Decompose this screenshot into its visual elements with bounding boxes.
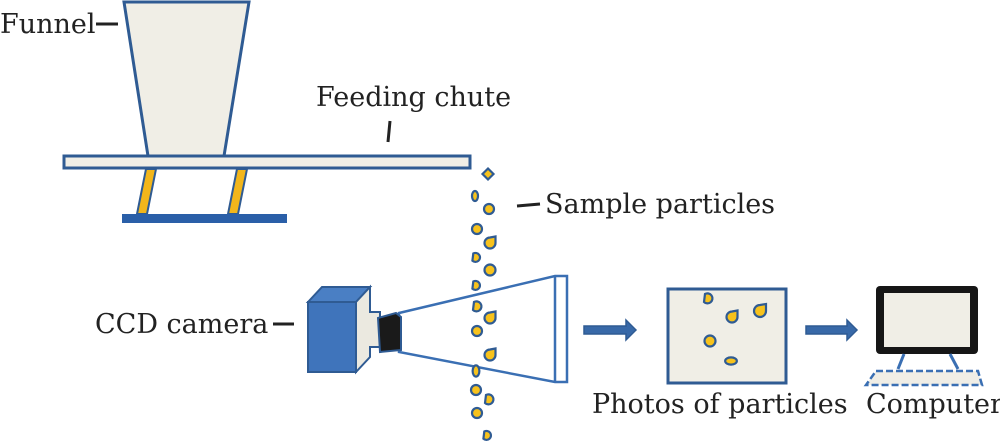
stand-leg-right	[226, 168, 249, 215]
feeding-chute-label: Feeding chute	[316, 82, 511, 113]
funnel-label: Funnel	[0, 9, 96, 40]
camera-side	[355, 284, 381, 375]
sample-particles-leader-line	[516, 202, 541, 208]
stand-base	[122, 214, 287, 223]
chute-stand	[122, 168, 287, 223]
particle	[482, 429, 493, 442]
stand-leg-left	[135, 168, 158, 215]
particle	[702, 292, 714, 305]
particle	[471, 300, 483, 313]
particle	[471, 364, 481, 378]
particle	[480, 166, 496, 182]
particle	[470, 222, 484, 236]
particle	[483, 347, 497, 362]
funnel	[122, 0, 251, 158]
photo-particles	[702, 292, 768, 366]
particle	[470, 406, 484, 420]
particle	[483, 263, 497, 277]
field-of-view-icon	[397, 274, 569, 384]
camera-body	[307, 301, 357, 373]
particle	[469, 383, 483, 397]
particle	[470, 189, 480, 203]
particle	[483, 235, 497, 250]
ccd-camera-label: CCD camera	[95, 309, 268, 340]
feeding-chute-icon	[62, 154, 472, 170]
right-arrow-icon	[805, 318, 859, 342]
particle	[471, 279, 482, 292]
particle	[703, 334, 717, 348]
keyboard-icon	[863, 369, 984, 387]
particle	[725, 309, 739, 324]
particle	[483, 393, 495, 406]
particle	[483, 310, 497, 325]
right-arrow-icon	[583, 318, 638, 342]
photos-of-particles-label: Photos of particles	[592, 389, 848, 420]
camera-lens	[376, 311, 402, 354]
ccd-camera-icon	[305, 284, 402, 375]
computer-label: Computer	[866, 389, 1000, 420]
photo-frame-icon	[666, 287, 788, 385]
feeding-chute-leader-line	[386, 120, 392, 143]
particle	[471, 251, 482, 264]
sample-particles	[469, 166, 497, 442]
sample-particles-label: Sample particles	[545, 189, 775, 220]
particle	[482, 202, 496, 216]
particle	[470, 324, 484, 338]
funnel-icon	[122, 0, 251, 158]
computer-monitor-icon	[876, 286, 978, 370]
particle	[752, 302, 768, 319]
particle	[724, 356, 738, 366]
